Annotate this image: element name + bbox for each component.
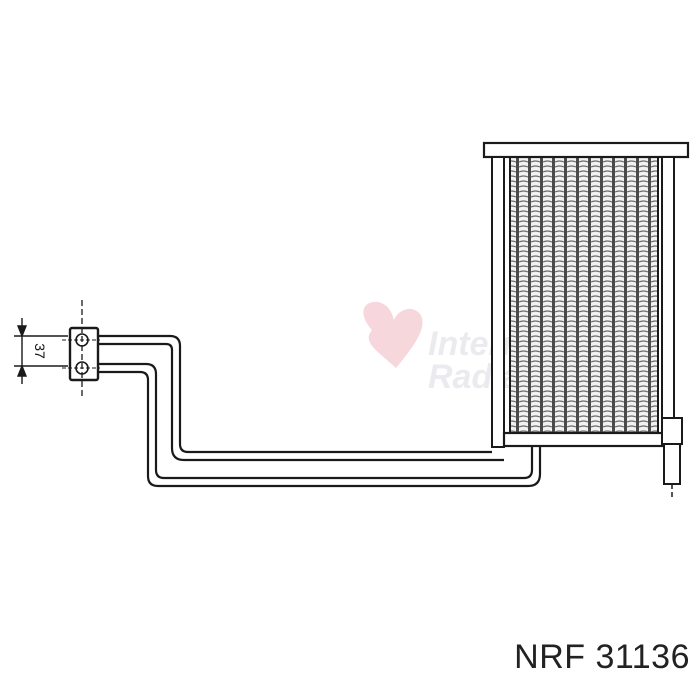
dimension-37 [14,318,68,384]
upper-pipe [96,334,504,462]
left-side-plate [491,156,505,448]
top-tank [482,141,690,159]
core-fins [509,156,659,434]
dimension-label: 37 [32,343,48,359]
radiator-core [509,156,659,434]
part-number-caption: NRF 31136 [514,638,690,676]
outlet-pipe [661,417,683,497]
watermark-heart-icon [363,301,423,368]
right-side-plate [661,156,675,432]
lower-pipe [96,362,542,488]
bottom-tank [502,431,682,448]
connector-flange [62,300,100,398]
